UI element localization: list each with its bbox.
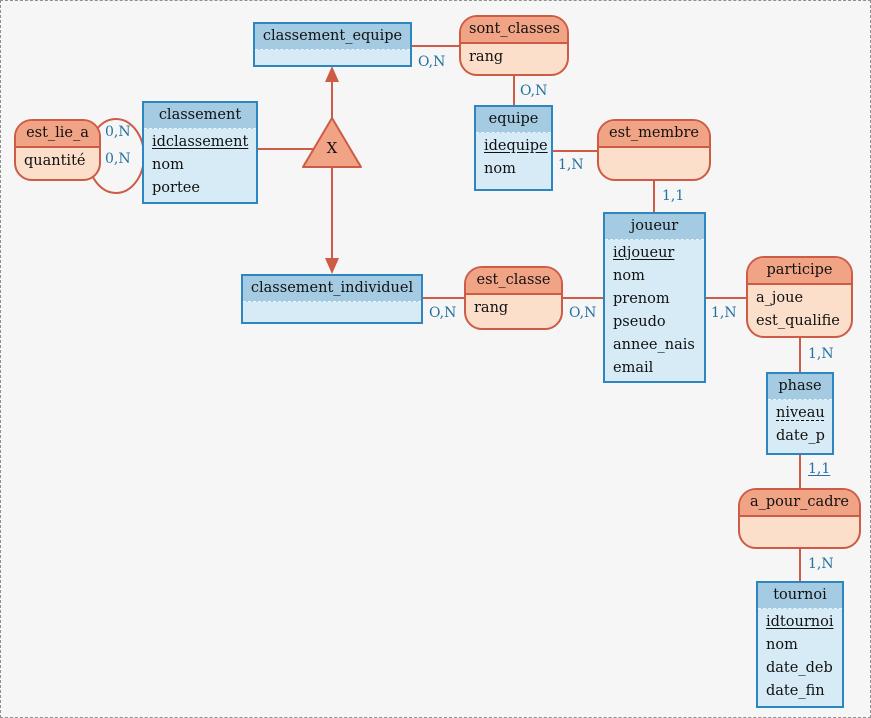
entity-title: phase [768, 374, 832, 400]
relation-title: est_lie_a [16, 121, 99, 148]
cardinality-label: 1,N [711, 305, 737, 321]
attribute-date-fin: date_fin [766, 683, 825, 699]
arrowhead-down [325, 258, 339, 274]
relation-title: est_membre [599, 121, 709, 148]
attribute-idequipe: idequipe [484, 138, 548, 154]
attribute-list: idclassement nom portee [144, 129, 256, 203]
cardinality-label: O,N [418, 54, 446, 70]
attribute-date-p: date_p [776, 428, 825, 444]
relation-title: a_pour_cadre [740, 490, 859, 517]
attribute-a-joue: a_joue [756, 290, 804, 306]
attribute-list: a_joue est_qualifie [748, 285, 851, 336]
cardinality-label: 0,N [105, 124, 131, 140]
cardinality-label-identifying: 1,1 [808, 461, 831, 477]
attribute-idclassement: idclassement [152, 134, 249, 150]
entity-classement-equipe: classement_equipe [253, 22, 412, 67]
attribute-list: idtournoi nom date_deb date_fin [758, 609, 842, 706]
relation-sont-classes: sont_classes rang [459, 15, 569, 76]
attribute-list: niveau date_p [768, 400, 832, 451]
attribute-nom: nom [613, 268, 645, 284]
attribute-list: quantité [16, 148, 99, 176]
entity-joueur: joueur idjoueur nom prenom pseudo annee_… [603, 212, 706, 383]
cardinality-label: O,N [429, 305, 457, 321]
entity-title: tournoi [758, 583, 842, 609]
arrowhead-up [325, 66, 339, 82]
attribute-nom: nom [766, 637, 798, 653]
attribute-date-deb: date_deb [766, 660, 833, 676]
attribute-list-empty [740, 517, 859, 522]
relation-title: sont_classes [461, 17, 567, 44]
attribute-quantite: quantité [24, 153, 86, 169]
cardinality-label: O,N [569, 305, 597, 321]
entity-title: joueur [605, 214, 704, 240]
attribute-portee: portee [152, 180, 200, 196]
entity-classement: classement idclassement nom portee [142, 101, 258, 204]
attribute-list-empty [599, 148, 709, 153]
relation-title: est_classe [466, 268, 561, 295]
entity-title: equipe [476, 107, 551, 133]
relation-est-membre: est_membre [597, 119, 711, 181]
attribute-prenom: prenom [613, 291, 670, 307]
entity-title: classement [144, 103, 256, 129]
attribute-annee-nais: annee_nais [613, 337, 695, 353]
attribute-pseudo: pseudo [613, 314, 666, 330]
attribute-rang: rang [474, 300, 509, 316]
attribute-list: rang [466, 295, 561, 323]
attribute-list: rang [461, 44, 567, 72]
attribute-list-empty [243, 302, 421, 307]
attribute-niveau: niveau [776, 405, 825, 421]
attribute-email: email [613, 360, 654, 376]
cardinality-label: 1,1 [662, 188, 685, 204]
entity-tournoi: tournoi idtournoi nom date_deb date_fin [756, 581, 844, 708]
cardinality-label: 1,N [808, 346, 834, 362]
entity-phase: phase niveau date_p [766, 372, 834, 455]
attribute-idtournoi: idtournoi [766, 614, 834, 630]
cardinality-label: 1,N [808, 556, 834, 572]
attribute-idjoueur: idjoueur [613, 245, 675, 261]
relation-title: participe [748, 258, 851, 285]
attribute-est-qualifie: est_qualifie [756, 313, 840, 329]
cardinality-label: O,N [520, 83, 548, 99]
relation-est-lie-a: est_lie_a quantité [14, 119, 101, 181]
relation-est-classe: est_classe rang [464, 266, 563, 330]
attribute-rang: rang [469, 49, 504, 65]
attribute-list: idequipe nom [476, 133, 551, 184]
entity-classement-individuel: classement_individuel [241, 274, 423, 324]
attribute-nom: nom [484, 161, 516, 177]
cardinality-label: 0,N [105, 151, 131, 167]
relation-participe: participe a_joue est_qualifie [746, 256, 853, 338]
cardinality-label: 1,N [558, 157, 584, 173]
relation-a-pour-cadre: a_pour_cadre [738, 488, 861, 549]
entity-title: classement_equipe [255, 24, 410, 50]
attribute-list-empty [255, 50, 410, 55]
attribute-list: idjoueur nom prenom pseudo annee_nais em… [605, 240, 704, 383]
entity-title: classement_individuel [243, 276, 421, 302]
entity-equipe: equipe idequipe nom [474, 105, 553, 191]
exclusion-constraint-x: X [326, 139, 338, 157]
exclusion-triangle [302, 117, 362, 168]
attribute-nom: nom [152, 157, 184, 173]
